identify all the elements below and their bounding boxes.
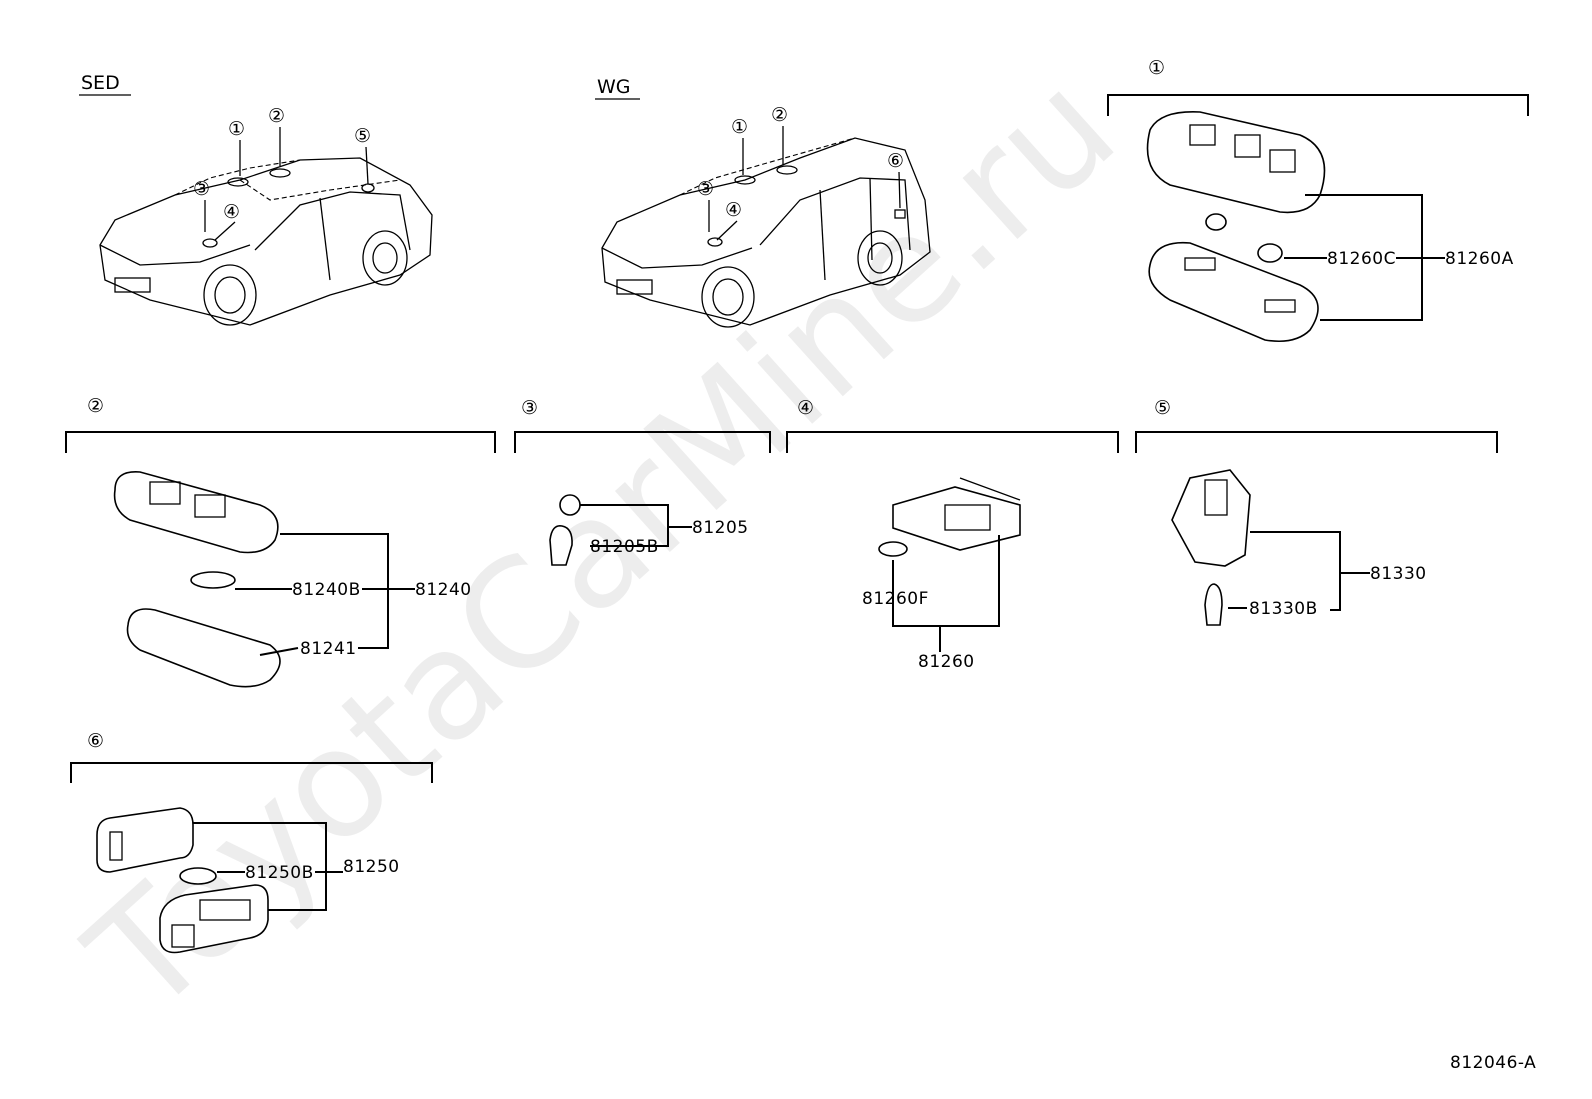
sedan-marker-5: ⑤ (354, 125, 371, 147)
part-81250B: 81250B (245, 863, 314, 883)
group-2-lamp-housing (113, 471, 279, 554)
group-6-lens (96, 807, 194, 873)
group-3: ③ 81205 81205B (514, 397, 771, 566)
group-4-lamp-unit (892, 486, 1021, 551)
sedan-label: SED (81, 72, 120, 94)
group-3-bulb (549, 524, 573, 566)
group-6-marker: ⑥ (87, 730, 104, 752)
part-81250: 81250 (343, 857, 400, 877)
group-2: ② 81240B 81240 81241 (65, 395, 496, 688)
group-5-bulb (1204, 583, 1223, 626)
part-81260C: 81260C (1327, 249, 1396, 269)
wagon-marker-6: ⑥ (887, 150, 904, 172)
group-4-bulb (878, 541, 908, 557)
group-1-lamp-housing (1146, 111, 1326, 214)
group-2-lens (126, 608, 281, 688)
part-81260A: 81260A (1445, 249, 1514, 269)
part-81330: 81330 (1370, 564, 1427, 584)
wagon-marker-4: ④ (725, 199, 742, 221)
group-5-marker: ⑤ (1154, 397, 1171, 419)
sedan-marker-4: ④ (223, 201, 240, 223)
part-81260: 81260 (918, 652, 975, 672)
group-1-lens (1148, 241, 1319, 343)
part-81260F: 81260F (862, 589, 929, 609)
sedan-car-illustration (99, 157, 433, 326)
group-4: ④ 81260F 81260 (786, 397, 1119, 672)
group-5-socket (1171, 469, 1251, 567)
group-2-marker: ② (87, 395, 104, 417)
sedan-marker-3: ③ (193, 178, 210, 200)
sedan-marker-1: ① (228, 118, 245, 140)
group-5: ⑤ 81330 81330B (1135, 397, 1498, 626)
wagon-marker-2: ② (771, 104, 788, 126)
wagon-car-illustration (601, 137, 931, 328)
wagon-marker-1: ① (731, 116, 748, 138)
sedan-overview: SED ① ② ③ ④ ⑤ (79, 72, 433, 326)
group-3-marker: ③ (521, 397, 538, 419)
part-81205: 81205 (692, 518, 749, 538)
wagon-overview: WG ① ② ③ ④ ⑥ (595, 76, 931, 328)
part-81205B: 81205B (590, 537, 659, 557)
group-4-marker: ④ (797, 397, 814, 419)
group-2-bulb (190, 571, 236, 589)
group-6: ⑥ 81250B 81250 (70, 730, 433, 954)
group-3-bulb-cap (559, 494, 581, 516)
wagon-label: WG (597, 76, 631, 98)
part-81241: 81241 (300, 639, 357, 659)
sedan-marker-2: ② (268, 105, 285, 127)
wagon-marker-3: ③ (697, 178, 714, 200)
group-1-bulb-b (1257, 243, 1283, 263)
group-1-marker: ① (1148, 57, 1165, 79)
group-1: ① 81260C 81260A (1107, 57, 1529, 343)
part-81240: 81240 (415, 580, 472, 600)
part-81330B: 81330B (1249, 599, 1318, 619)
group-6-lamp-housing (159, 884, 269, 954)
diagram-code: 812046-A (1450, 1053, 1536, 1073)
part-81240B: 81240B (292, 580, 361, 600)
group-6-bulb (179, 867, 217, 885)
group-1-bulb-a (1205, 213, 1227, 231)
